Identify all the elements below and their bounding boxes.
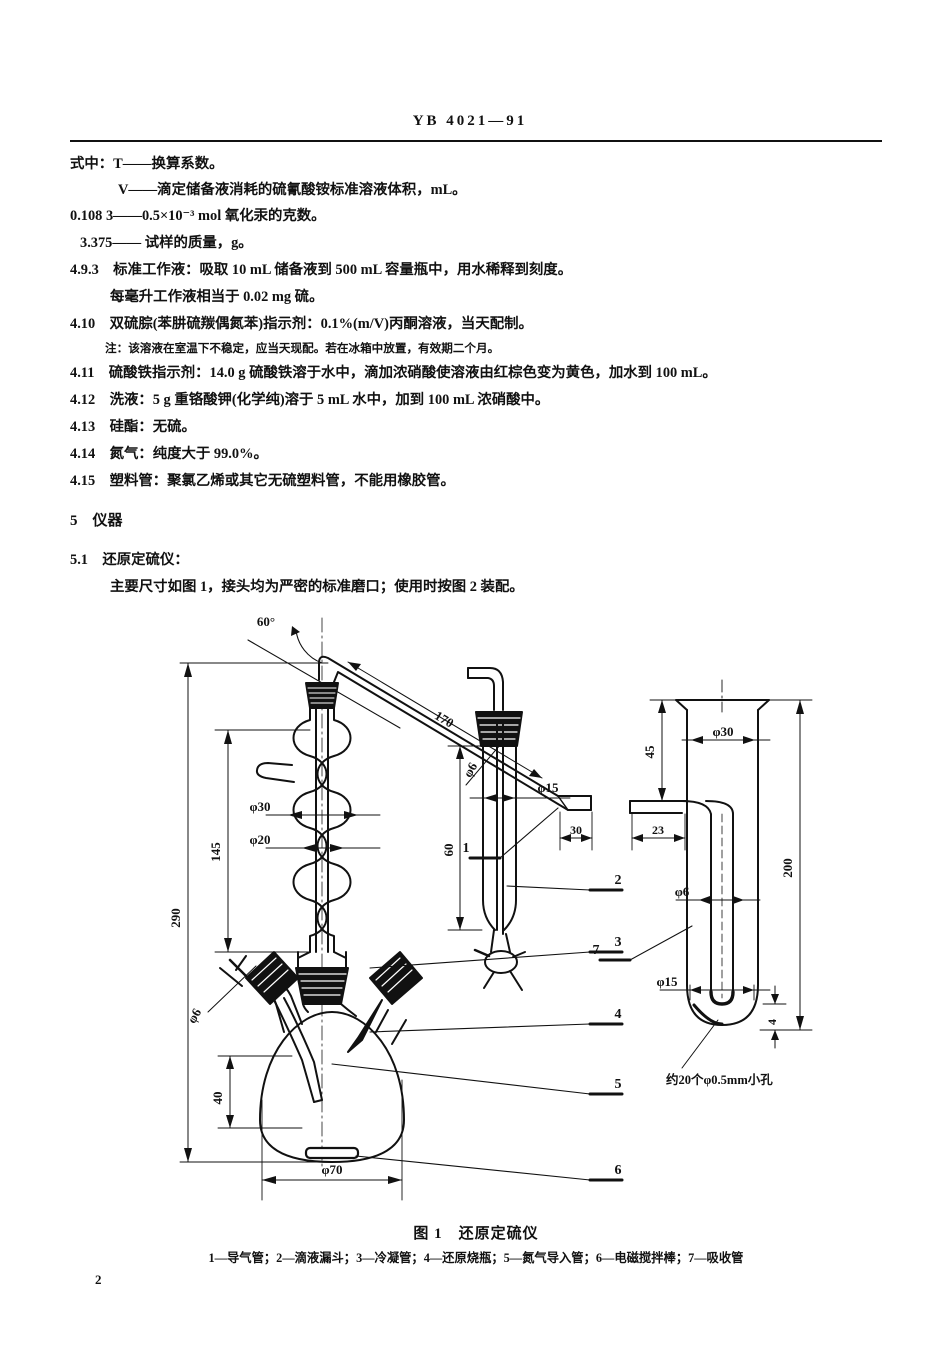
dim-group-outlet-30 [559, 811, 593, 851]
text-line-15: 5.1 还原定硫仪： [70, 552, 189, 568]
dim-group-absorber [631, 699, 813, 1069]
text-line-11: 4.13 硅酯：无硫。 [70, 419, 196, 435]
figure-legend: 1—导气管；2—滴液漏斗；3—冷凝管；4—还原烧瓶；5—氮气导入管；6—电磁搅拌… [208, 1251, 744, 1265]
text-line-10: 4.12 洗液：5 g 重铬酸钾(化学纯)溶于 5 mL 水中，加到 100 m… [70, 392, 550, 408]
dim-phi6-inlet-leader [207, 965, 257, 1013]
dim-group-left [179, 662, 329, 1163]
dim-len-170: 170 [432, 708, 456, 731]
callout-5: 5 [615, 1077, 622, 1092]
angle-arc [295, 629, 323, 664]
note-porous-holes: 约20个φ0.5mm小孔 [666, 1072, 773, 1087]
figure-reduction-sulfur-apparatus: 60° 170 φ6 290 145 φ30 φ20 60 φ15 φ6 40 … [70, 600, 882, 1240]
dim-phi30-condenser: φ30 [249, 799, 270, 814]
dim-phi15-funnel: φ15 [537, 780, 559, 795]
text-line-1: 式中：T——换算系数。 [70, 156, 224, 172]
dim-phi6-absorber: φ6 [675, 884, 690, 899]
dim-phi30-absorber: φ30 [712, 724, 733, 739]
dim-phi6-inlet: φ6 [184, 1005, 205, 1026]
dropping-funnel-2 [467, 667, 526, 991]
dim-phi6-tube: φ6 [460, 759, 481, 780]
text-line-12: 4.14 氮气：纯度大于 99.0%。 [70, 446, 268, 462]
dim-group-flask [217, 1055, 403, 1201]
dim-phi70-flask: φ70 [321, 1162, 342, 1177]
dim-170-line [347, 661, 543, 779]
callout-2: 2 [615, 873, 622, 888]
callout-leaders [331, 807, 693, 1182]
dim-len-290: 290 [168, 908, 183, 928]
callout-3: 3 [615, 935, 622, 950]
dim-angle-60: 60° [257, 614, 275, 629]
header-rule [70, 140, 882, 142]
callout-7: 7 [593, 943, 600, 958]
text-line-9: 4.11 硫酸铁指示剂：14.0 g 硫酸铁溶于水中，滴加浓硝酸使溶液由红棕色变… [70, 365, 717, 381]
text-line-7: 4.10 双硫腙(苯肼硫羰偶氮苯)指示剂：0.1%(m/V)丙酮溶液，当天配制。 [70, 316, 533, 332]
text-line-13: 4.15 塑料管：聚氯乙烯或其它无硫塑料管，不能用橡胶管。 [70, 473, 455, 489]
dim-len-60-funnel: 60 [441, 844, 456, 857]
section-heading-5: 5 仪器 [70, 513, 123, 529]
dim-len-45-absorber: 45 [642, 745, 657, 759]
figure-caption: 图 1 还原定硫仪 [413, 1226, 539, 1242]
dim-len-30-outlet: 30 [570, 823, 582, 837]
dim-phi15-absorber: φ15 [656, 974, 678, 989]
magnetic-stir-bar-6 [304, 1146, 360, 1160]
dim-group-condenser [265, 811, 381, 852]
text-line-16: 主要尺寸如图 1，接头均为严密的标准磨口；使用时按图 2 装配。 [110, 579, 524, 595]
standard-code: YB 4021—91 [412, 113, 528, 129]
dim-len-4-absorber: 4 [765, 1019, 779, 1025]
callout-6: 6 [615, 1163, 622, 1178]
text-line-6: 每毫升工作液相当于 0.02 mg 硫。 [110, 289, 324, 305]
callout-1: 1 [463, 841, 470, 856]
page-header: YB 4021—91 [70, 112, 880, 130]
absorption-tube-7 [629, 679, 770, 1026]
text-line-2: V——滴定储备液消耗的硫氰酸铵标准溶液体积，mL。 [118, 182, 467, 198]
dim-len-40-flask: 40 [210, 1092, 225, 1105]
text-line-4: 3.375—— 试样的质量，g。 [80, 235, 253, 251]
text-line-5: 4.9.3 标准工作液：吸取 10 mL 储备液到 500 mL 容量瓶中，用水… [70, 262, 573, 278]
callout-4: 4 [615, 1007, 622, 1022]
stopcock-body [484, 950, 518, 974]
dim-group-funnel [447, 745, 571, 931]
text-line-3: 0.108 3——0.5×10⁻³ mol 氧化汞的克数。 [70, 208, 326, 224]
dim-phi20-condenser: φ20 [249, 832, 270, 847]
dim-len-23-absorber: 23 [652, 823, 664, 837]
condenser-3 [255, 682, 352, 1005]
dim-len-200-absorber: 200 [780, 858, 795, 878]
text-note-line: 注：该溶液在室温下不稳定，应当天现配。若在冰箱中放置，有效期二个月。 [105, 342, 500, 355]
page-number: 2 [95, 1272, 102, 1287]
dim-len-145: 145 [208, 842, 223, 862]
nitrogen-inlet-5 [219, 951, 323, 1103]
